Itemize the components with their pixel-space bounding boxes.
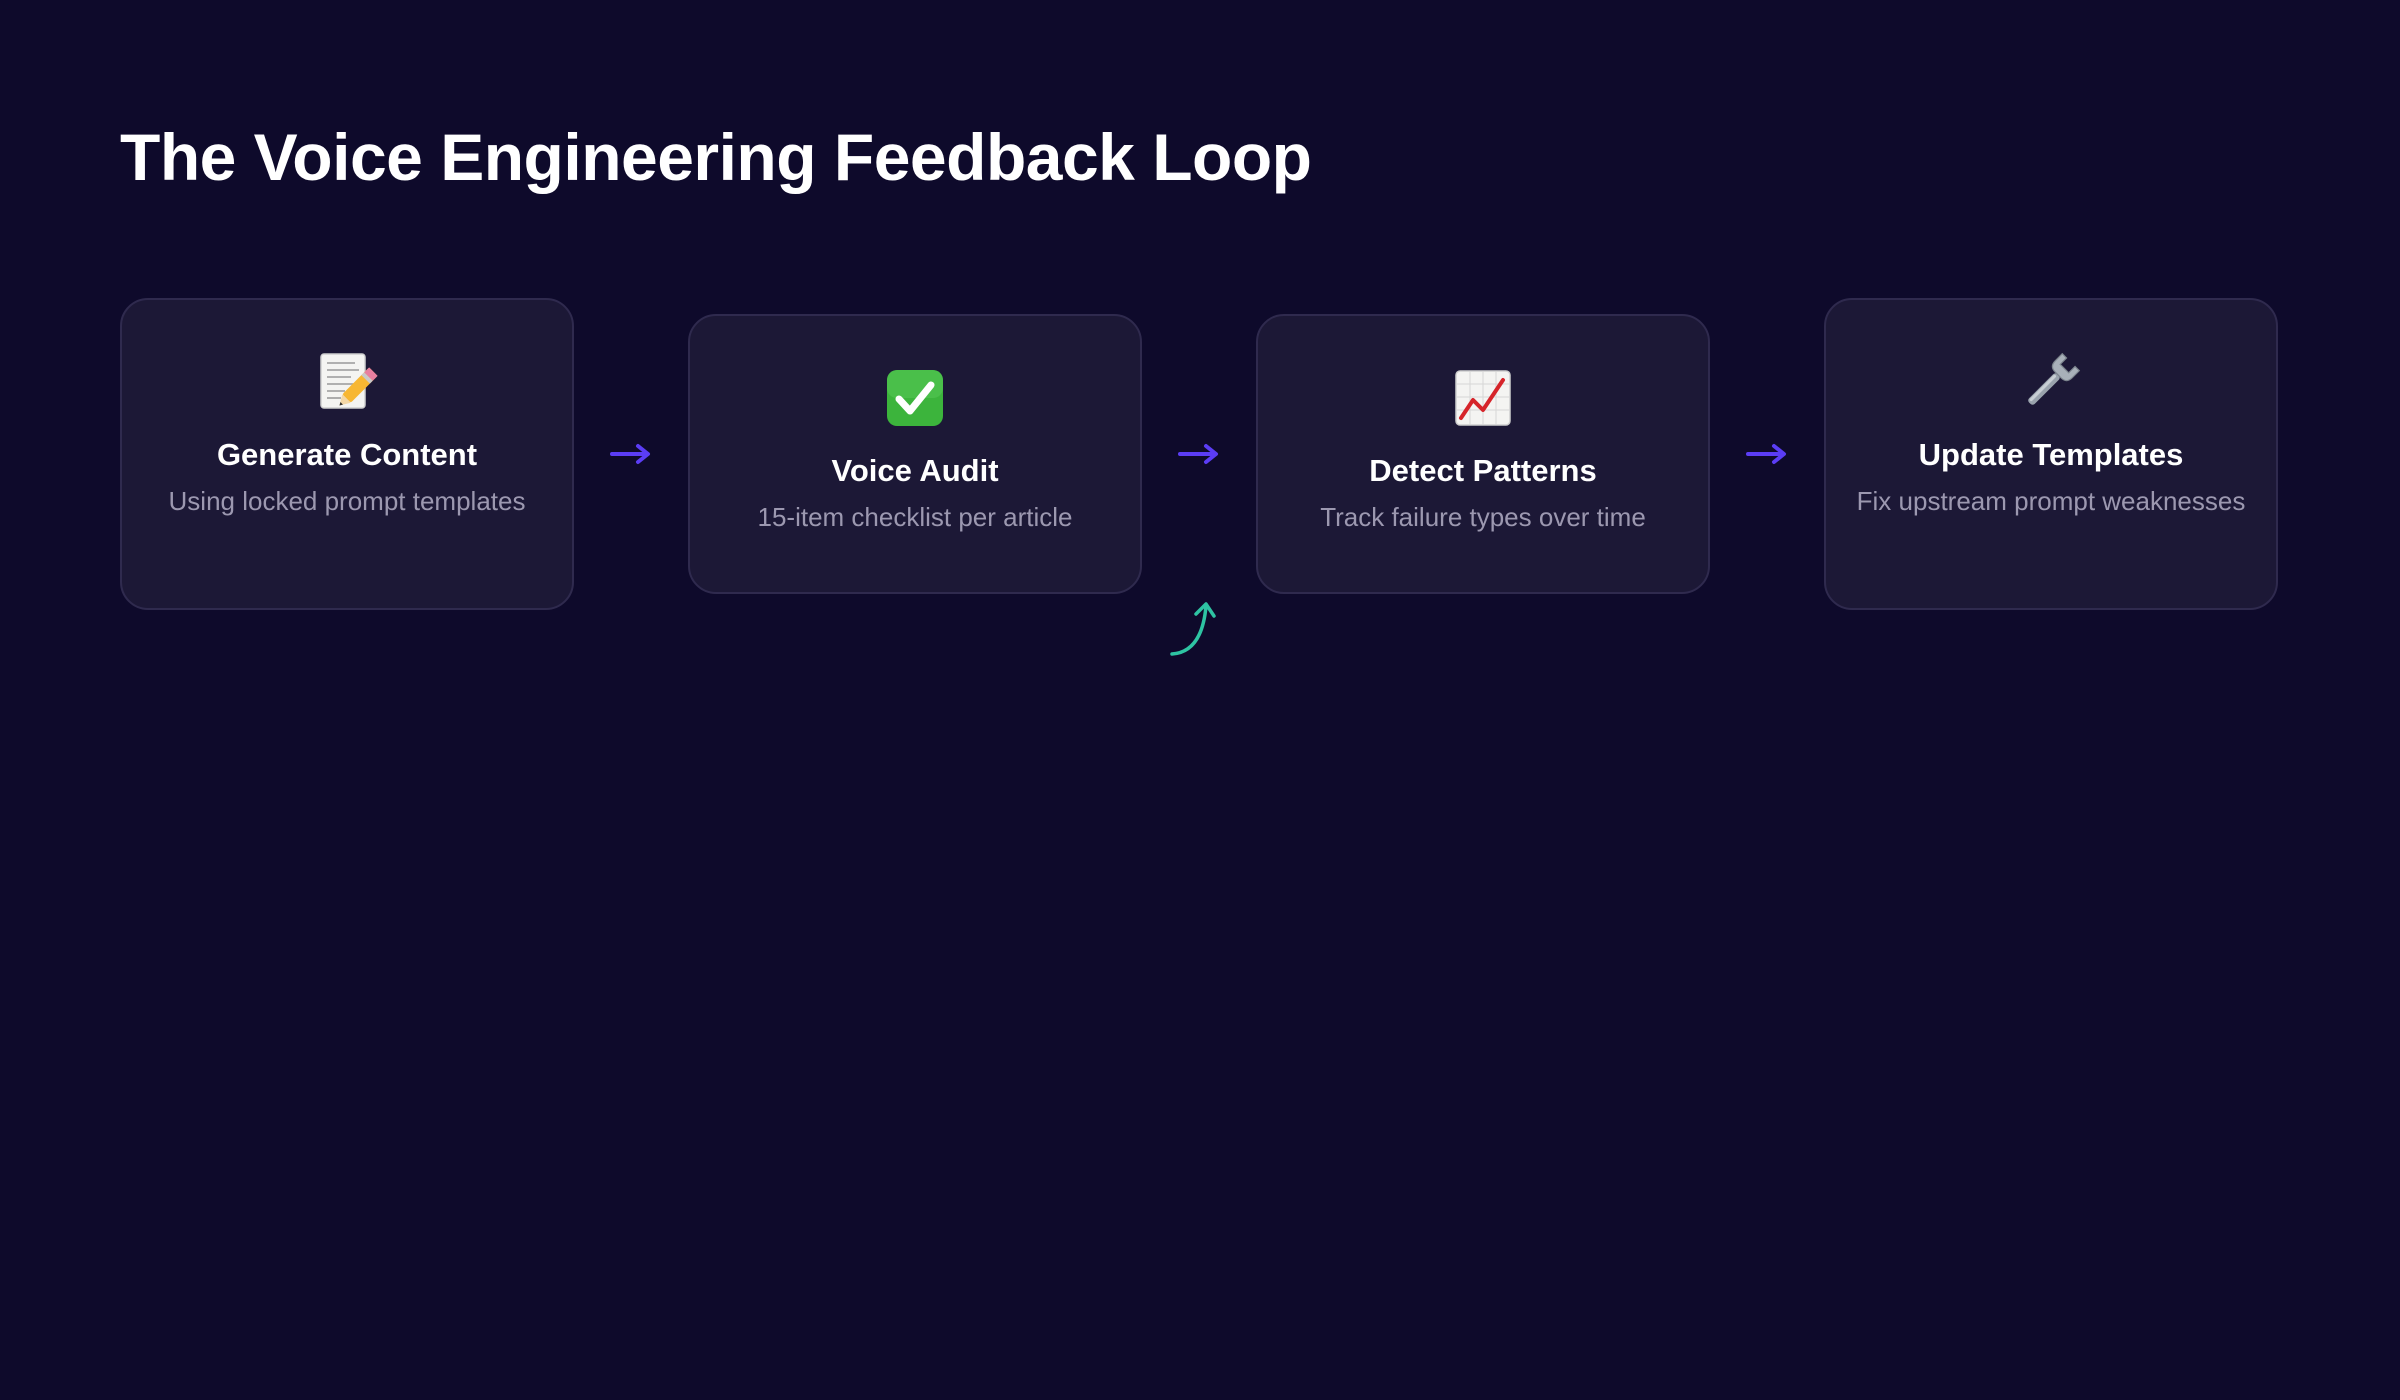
step-card-voice-audit: Voice Audit 15-item checklist per articl… [688,314,1142,594]
step-title: Detect Patterns [1369,453,1597,488]
step-card-generate-content: Generate Content Using locked prompt tem… [120,298,574,610]
step-description: Track failure types over time [1320,502,1646,533]
check-mark-button-icon [887,370,943,426]
chart-increasing-icon [1455,370,1511,426]
step-title: Generate Content [216,437,478,472]
step-card-update-templates: Update Templates Fix upstream prompt wea… [1824,298,2278,610]
step-title: Update Templates [1918,437,2184,472]
step-description: 15-item checklist per article [757,502,1073,533]
right-arrow-icon [1746,444,1786,464]
wrench-icon [2028,352,2081,405]
right-arrow-icon [610,444,650,464]
step-card-detect-patterns: Detect Patterns Track failure types over… [1256,314,1710,594]
loop-back-arrow-icon [1170,602,1216,656]
right-arrow-icon [1178,444,1218,464]
memo-pencil-icon [320,353,378,409]
step-description: Fix upstream prompt weaknesses [1856,486,2246,517]
step-description: Using locked prompt templates [168,486,526,517]
step-title: Voice Audit [831,453,999,488]
page-title: The Voice Engineering Feedback Loop [120,120,1312,194]
